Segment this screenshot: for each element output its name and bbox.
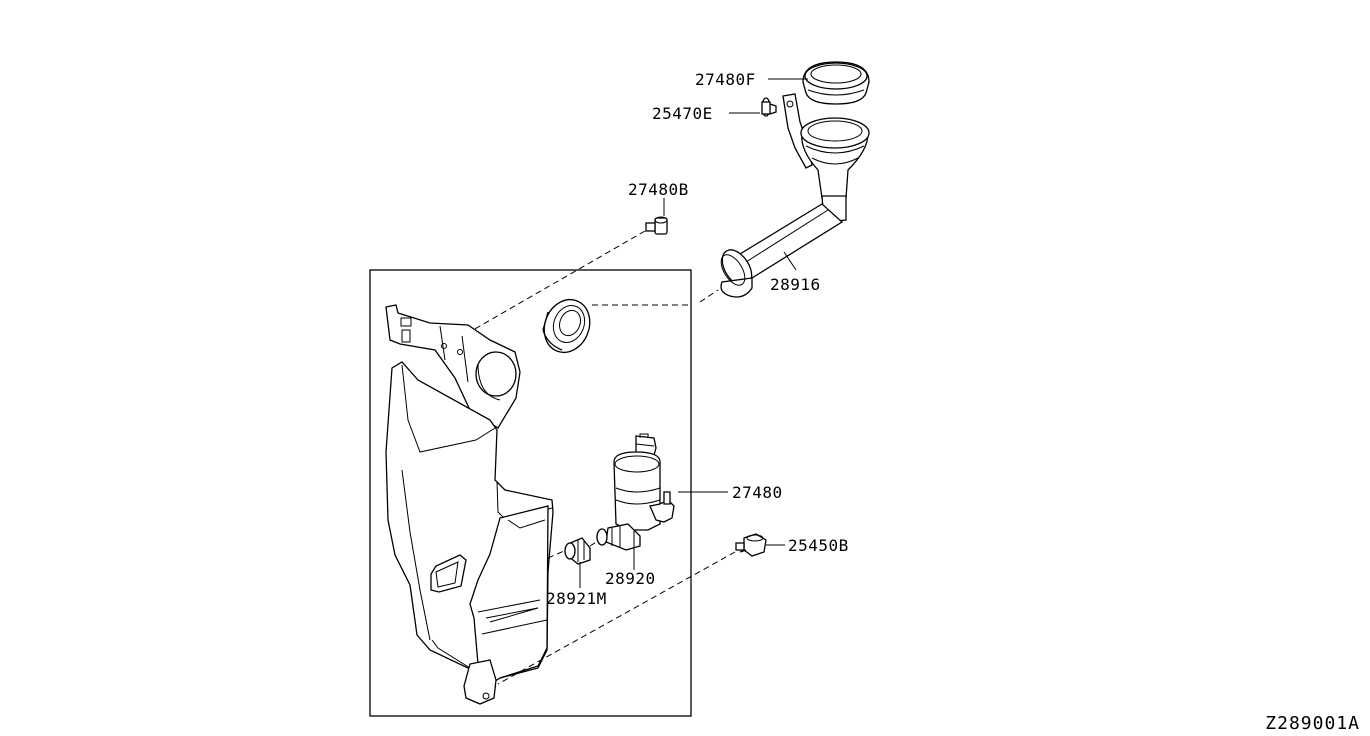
washer-pump xyxy=(596,433,675,551)
washer-tank xyxy=(385,304,554,705)
label-27480: 27480 xyxy=(732,483,783,502)
label-27480B: 27480B xyxy=(628,180,689,199)
bolt-27480B xyxy=(645,216,668,235)
assembly-frame xyxy=(369,269,692,717)
label-28921M: 28921M xyxy=(546,589,607,608)
filler-cap xyxy=(802,61,870,105)
screw-25470E xyxy=(761,97,777,117)
leader-lines xyxy=(579,78,808,588)
bolt-25450B xyxy=(735,533,767,557)
label-25470E: 25470E xyxy=(652,104,713,123)
filler-tube xyxy=(720,93,870,298)
drawing-id: Z289001A xyxy=(1265,713,1360,734)
label-28916: 28916 xyxy=(770,275,821,294)
label-27480F: 27480F xyxy=(695,70,756,89)
assembly-guide-lines xyxy=(472,230,736,685)
grommet xyxy=(542,298,591,354)
pump-grommet xyxy=(564,537,591,565)
label-28920: 28920 xyxy=(605,569,656,588)
label-25450B: 25450B xyxy=(788,536,849,555)
